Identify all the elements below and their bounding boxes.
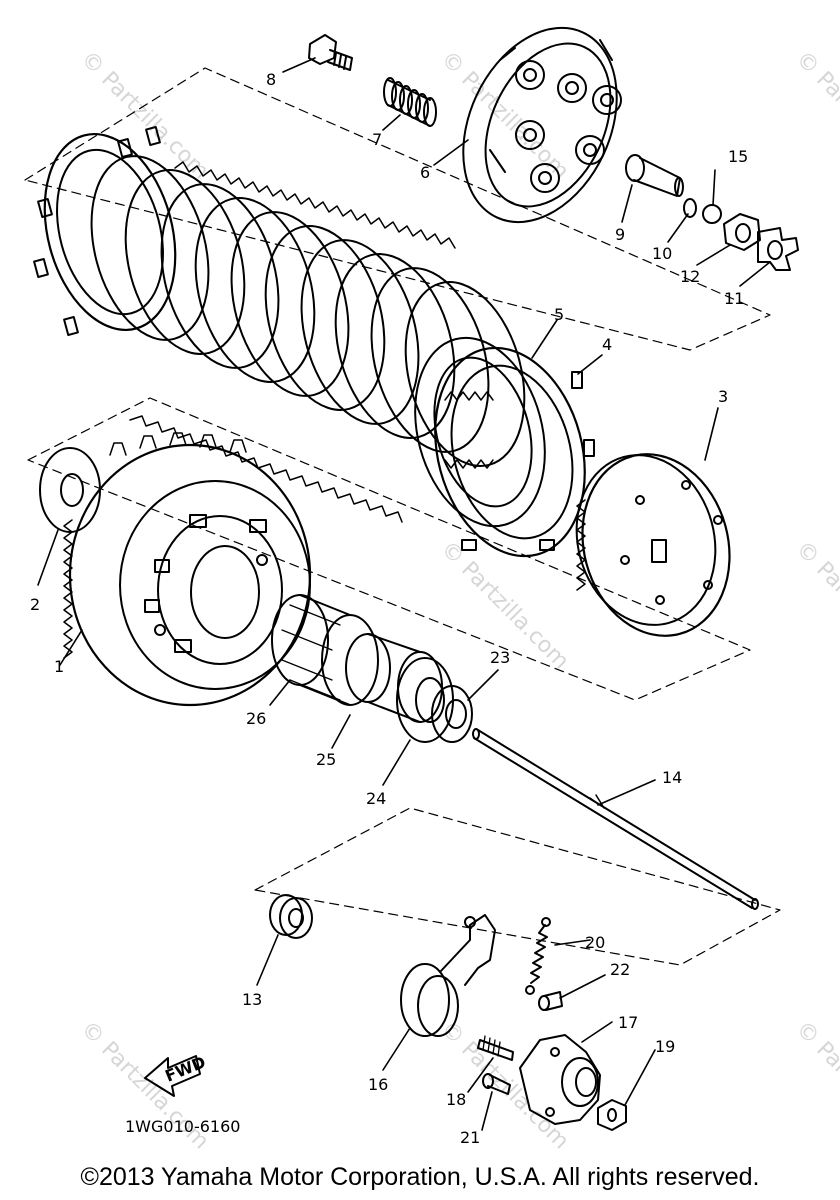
part-5-steel-plate: [414, 336, 546, 528]
watermark-layer: © Partzilla.com © Partzilla.com © Partzi…: [76, 47, 840, 1155]
callout-24: 24: [366, 789, 386, 808]
part-18-adjuster: [477, 1035, 514, 1061]
callout-1: 1: [54, 657, 64, 676]
watermark-text: © Partzilla.com: [436, 47, 574, 185]
callout-26: 26: [246, 709, 266, 728]
part-2-thrust-washer: [39, 447, 101, 533]
callout-8: 8: [266, 70, 276, 89]
callout-25: 25: [316, 750, 336, 769]
callout-21: 21: [460, 1128, 480, 1147]
part-26-needle-bearing: [271, 594, 379, 706]
part-17-lever-cover: [519, 1034, 601, 1125]
watermark-text: © Partzilla.com: [791, 537, 840, 675]
part-22-pin: [538, 991, 563, 1011]
callout-15: 15: [728, 147, 748, 166]
part-1-clutch-housing: [63, 432, 312, 707]
clutch-plate-stack: [33, 125, 526, 523]
part-20-spring: [525, 917, 551, 995]
part-6-pressure-plate: [462, 26, 622, 224]
part-3-boss-plate: [575, 453, 731, 637]
callout-labels: 8 7 6 9 10 15 12 11 5 4 3 2 1 26 25 24 2…: [30, 70, 748, 1147]
part-15-ball: [702, 204, 722, 224]
group-frame-plates: [24, 67, 771, 351]
clutch-exploded-diagram: © Partzilla.com © Partzilla.com © Partzi…: [24, 26, 840, 1155]
leader-lines: [37, 57, 771, 1131]
callout-19: 19: [655, 1037, 675, 1056]
callout-13: 13: [242, 990, 262, 1009]
group-frame-push-lever: [254, 807, 781, 966]
part-16-push-lever: [400, 914, 496, 1037]
callout-17: 17: [618, 1013, 638, 1032]
callout-16: 16: [368, 1075, 388, 1094]
callout-18: 18: [446, 1090, 466, 1109]
callout-23: 23: [490, 648, 510, 667]
diagram-code: 1WG010-6160: [125, 1117, 240, 1136]
part-7-spring: [383, 77, 437, 127]
part-19-nut: [597, 1099, 627, 1131]
part-9-push-rod: [625, 154, 684, 197]
watermark-text: © Partzilla.com: [791, 1017, 840, 1155]
part-14-push-rod: [472, 728, 759, 910]
callout-22: 22: [610, 960, 630, 979]
group-frame-boss: [27, 397, 751, 701]
callout-4: 4: [602, 335, 612, 354]
part-23-washer: [431, 685, 473, 743]
callout-5: 5: [554, 305, 564, 324]
callout-9: 9: [615, 225, 625, 244]
part-12-nut: [723, 213, 761, 251]
part-21-screw: [482, 1073, 511, 1095]
callout-20: 20: [585, 933, 605, 952]
callout-14: 14: [662, 768, 682, 787]
watermark-text: © Partzilla.com: [791, 47, 840, 185]
part-11-lock-washer: [757, 227, 799, 271]
copyright-notice: ©2013 Yamaha Motor Corporation, U.S.A. A…: [80, 1163, 760, 1191]
callout-3: 3: [718, 387, 728, 406]
callout-6: 6: [420, 163, 430, 182]
part-13-oil-seal: [269, 894, 313, 939]
callout-12: 12: [680, 267, 700, 286]
part-4-friction-plate: [434, 346, 595, 558]
callout-2: 2: [30, 595, 40, 614]
part-24-spacer: [396, 657, 454, 743]
callout-10: 10: [652, 244, 672, 263]
part-10-o-ring: [683, 198, 697, 218]
callout-7: 7: [372, 130, 382, 149]
part-8-bolt: [308, 34, 353, 71]
callout-11: 11: [724, 289, 744, 308]
